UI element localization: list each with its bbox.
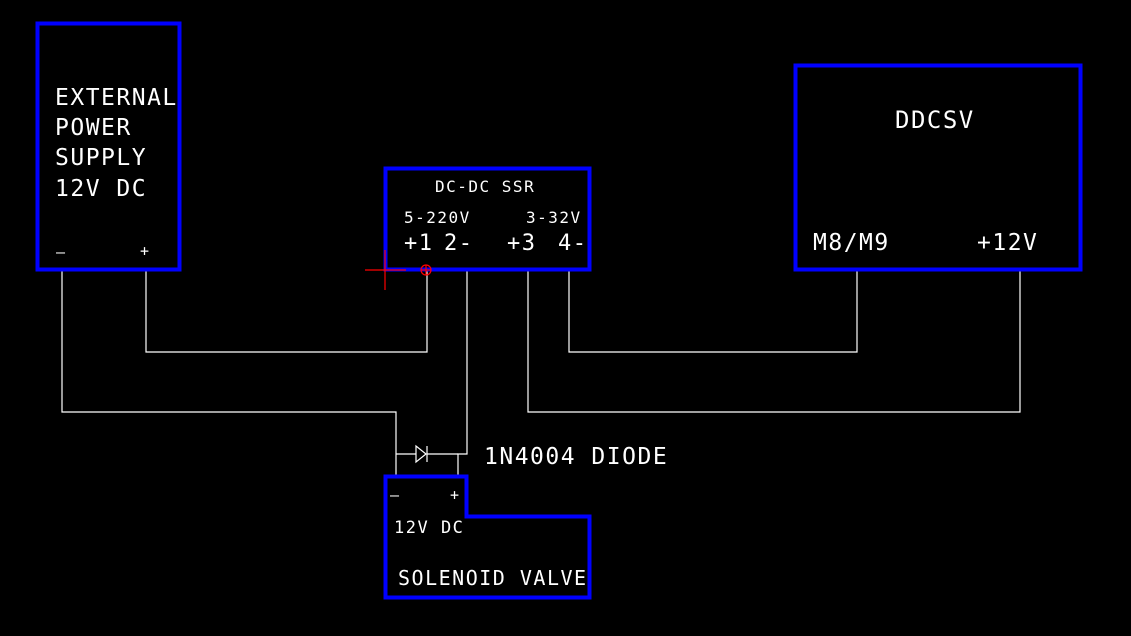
diode-symbol[interactable] <box>415 444 428 464</box>
ssr-title: DC-DC SSR <box>435 177 535 196</box>
ssr-left-voltage-range: 5-220V <box>404 208 471 227</box>
solenoid-title: SOLENOID VALVE <box>398 566 588 590</box>
diode-anode-triangle <box>415 444 427 464</box>
power-supply-outline <box>35 21 182 272</box>
ssr-block[interactable]: DC-DC SSR 5-220V 3-32V +1 2- +3 4- <box>383 166 592 272</box>
cad-crosshair-cursor <box>365 250 406 290</box>
ssr-outline <box>383 166 592 272</box>
wire-ssr-pin2-to-solenoid-plus[interactable] <box>457 270 468 476</box>
wire-ssr-pin3-to-ddcsv-12v[interactable] <box>527 270 1021 413</box>
ddcsv-block[interactable]: DDCSV M8/M9 +12V <box>793 63 1083 272</box>
wire-ssr-pin4-to-ddcsv-m8m9[interactable] <box>568 270 858 353</box>
power-supply-label-line-4: 12V DC <box>55 176 147 202</box>
wire-psu-minus-to-solenoid-minus[interactable] <box>61 270 397 476</box>
power-supply-pin-plus: + <box>140 242 151 260</box>
power-supply-label-line-1: EXTERNAL <box>55 85 178 111</box>
ssr-pin-4: 4- <box>558 231 588 256</box>
power-supply-label-line-2: POWER <box>55 115 132 141</box>
power-supply-pin-minus: – <box>56 243 67 261</box>
snap-endpoint-icon <box>420 264 432 276</box>
diode-label: 1N4004 DIODE <box>484 444 668 470</box>
ddcsv-title: DDCSV <box>895 106 975 134</box>
ssr-right-voltage-range: 3-32V <box>526 208 582 227</box>
solenoid-pin-minus: – <box>390 486 401 504</box>
solenoid-valve-outline <box>383 474 592 600</box>
ddcsv-pin-m8-m9: M8/M9 <box>813 230 890 256</box>
ssr-pin-2: 2- <box>444 231 474 256</box>
power-supply-block[interactable]: EXTERNAL POWER SUPPLY 12V DC – + <box>35 21 182 272</box>
ddcsv-pin-12v: +12V <box>977 230 1038 256</box>
wire-psu-plus-to-ssr-pin1[interactable] <box>145 270 428 353</box>
wires <box>61 270 1021 476</box>
solenoid-valve-block[interactable]: – + 12V DC SOLENOID VALVE <box>383 474 592 600</box>
power-supply-label-line-3: SUPPLY <box>55 145 147 171</box>
ssr-pin-3: +3 <box>507 231 537 256</box>
ssr-pin-1: +1 <box>404 231 434 256</box>
solenoid-voltage-label: 12V DC <box>394 518 464 538</box>
ddcsv-outline <box>793 63 1083 272</box>
solenoid-pin-plus: + <box>450 486 461 504</box>
